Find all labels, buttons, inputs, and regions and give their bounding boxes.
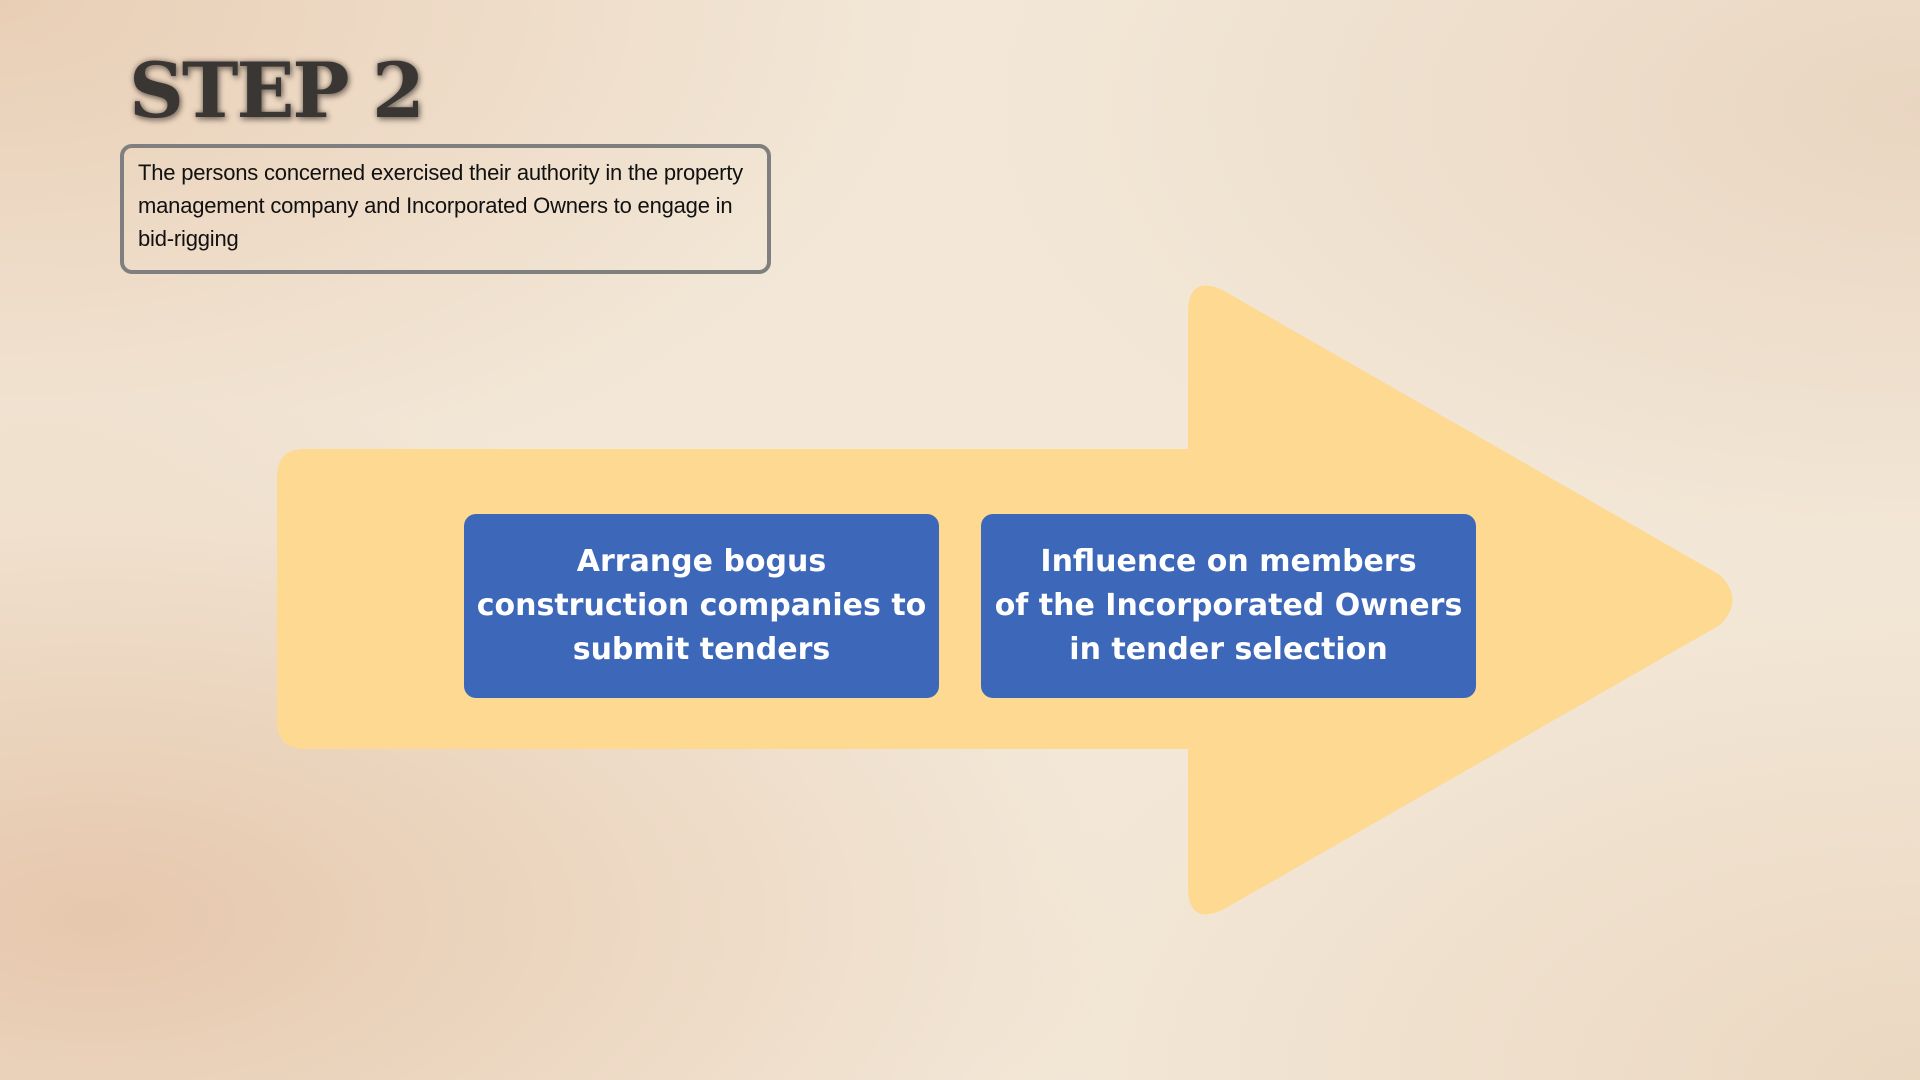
step-line: submit tenders bbox=[572, 632, 831, 667]
step-box-arrange-bogus: Arrange bogus construction companies to … bbox=[464, 514, 939, 698]
step-box-influence-members: Influence on members of the Incorporated… bbox=[981, 514, 1476, 698]
step-line: Influence on members bbox=[1040, 544, 1417, 579]
step-line: in tender selection bbox=[1069, 632, 1388, 667]
step-line: Arrange bogus bbox=[576, 544, 827, 579]
page-title: STEP 2 bbox=[129, 46, 425, 135]
step-line: construction companies to bbox=[476, 588, 927, 623]
description-box: The persons concerned exercised their au… bbox=[120, 144, 771, 274]
step-line: of the Incorporated Owners bbox=[994, 588, 1463, 623]
